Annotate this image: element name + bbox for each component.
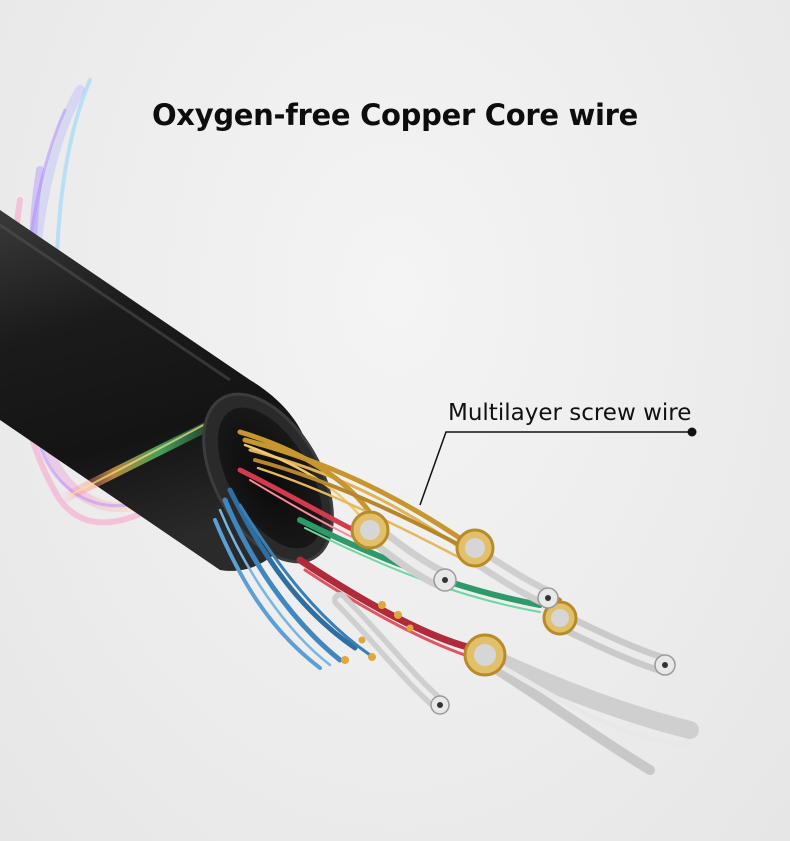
silver-strands xyxy=(332,519,699,775)
page-title: Oxygen-free Copper Core wire xyxy=(151,98,639,132)
callout-leader xyxy=(419,427,697,506)
wire-ends xyxy=(430,568,676,715)
callout-label: Multilayer screw wire xyxy=(448,400,692,426)
copper-flower-rings xyxy=(350,510,578,677)
blue-strands xyxy=(213,487,372,670)
copper-tips xyxy=(341,601,414,664)
